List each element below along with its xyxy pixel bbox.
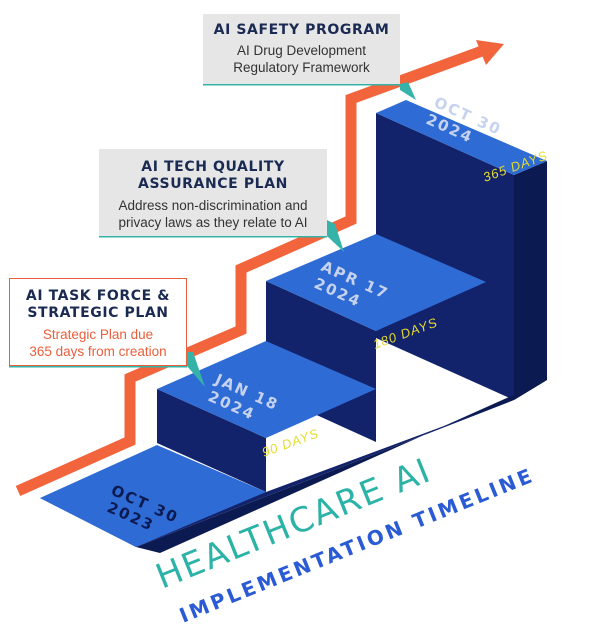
callout-quality-line2: privacy laws as they relate to AI [118,215,308,230]
timeline-arrow [15,45,484,497]
pointer-quality [327,220,344,252]
step-3-top [266,234,486,331]
pointer-taskforce [184,352,205,387]
step-4-top [376,100,547,175]
staircase-bottom-side [136,380,547,553]
pointer-safety [400,82,416,100]
callout-safety-line1: AI Drug Development [236,43,367,58]
staircase-side [514,161,547,400]
callout-taskforce-line1: Strategic Plan due [42,327,154,342]
callout-taskforce-title1: AI TASK FORCE & [25,288,171,304]
arrow-head [476,40,504,65]
callout-ai-safety-program: AI SAFETY PROGRAM AI Drug Development Re… [203,14,400,84]
callout-quality-title2: ASSURANCE PLAN [138,176,288,192]
step-4-front [376,113,514,400]
step-1-top [40,445,266,547]
callout-safety-title: AI SAFETY PROGRAM [213,22,390,38]
callout-ai-task-force: AI TASK FORCE & STRATEGIC PLAN Strategic… [9,278,187,366]
step-2-front [157,389,266,492]
callout-safety-line2: Regulatory Framework [233,60,370,75]
callout-ai-tech-quality: AI TECH QUALITY ASSURANCE PLAN Address n… [99,149,327,236]
callout-quality-title1: AI TECH QUALITY [141,159,285,175]
callout-quality-line1: Address non-discrimination and [118,198,308,213]
callout-taskforce-title2: STRATEGIC PLAN [27,305,169,321]
callout-taskforce-line2: 365 days from creation [29,344,167,359]
step-2-top [157,341,376,438]
